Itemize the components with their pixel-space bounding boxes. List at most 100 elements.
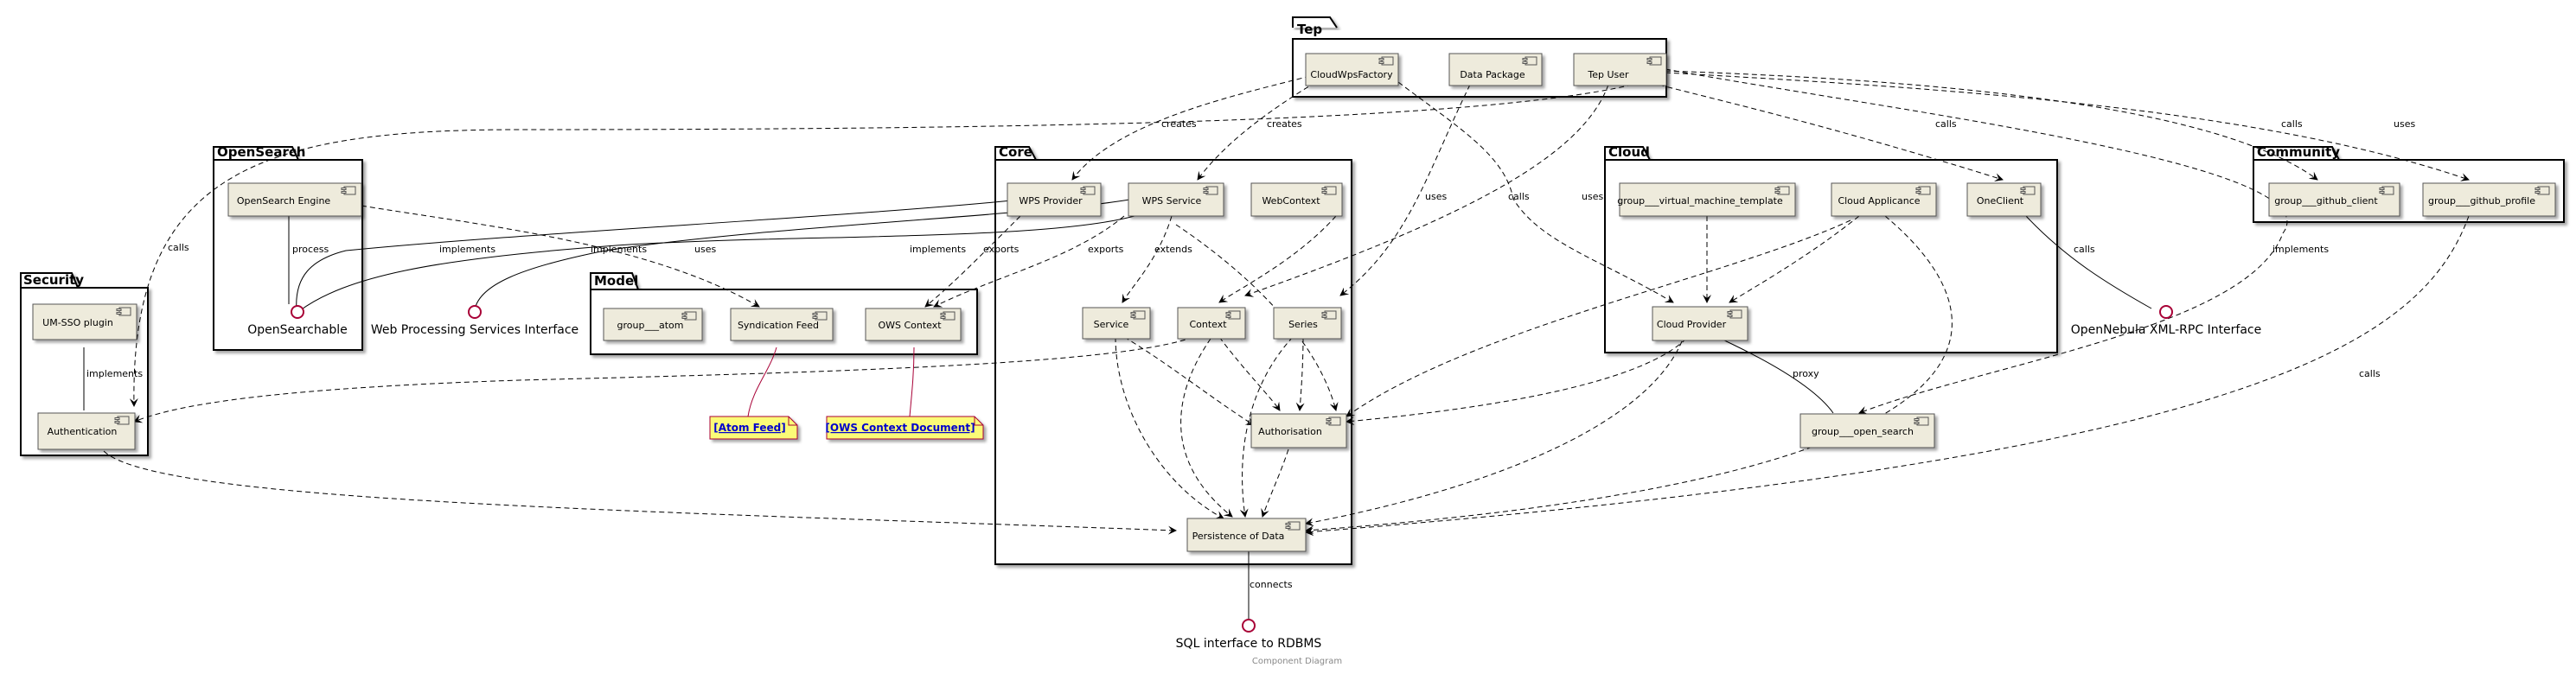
component-wps-service[interactable]: WPS Service — [1128, 182, 1224, 217]
edge-tep-user-implements-open-search — [1665, 68, 2288, 415]
edge-label: exports — [983, 244, 1020, 255]
edge-cloudwpsfactory-to-cloud-provider — [1397, 81, 1674, 303]
component-webcontext[interactable]: WebContext — [1250, 182, 1343, 217]
component-wps-provider[interactable]: WPS Provider — [1007, 182, 1102, 217]
component-cloud-appliance[interactable]: Cloud Applicance — [1831, 182, 1937, 217]
edge-cloud-appliance-to-cloud-provider — [1729, 215, 1860, 303]
edge-tep-user-calls-authentication — [129, 73, 1666, 407]
edge-oneclient-calls-opennebula — [2025, 215, 2152, 309]
component-authentication[interactable]: Authentication — [37, 412, 136, 450]
component-ows-context[interactable]: OWS Context — [865, 308, 962, 341]
component-label: WPS Provider — [1019, 195, 1083, 207]
component-context[interactable]: Context — [1177, 307, 1246, 340]
note-ows-context-document[interactable]: [OWS Context Document] — [825, 416, 984, 440]
edge-label: uses — [694, 244, 716, 255]
edge-tep-user-calls-oneclient — [1625, 75, 2004, 182]
edge-context-to-persistence — [1180, 338, 1233, 518]
package-title: Security — [23, 272, 84, 288]
component-label: group___github_profile — [2428, 195, 2535, 207]
component-label: WebContext — [1262, 195, 1320, 207]
package-title: Model — [594, 273, 638, 289]
component-authorisation[interactable]: Authorisation — [1250, 413, 1347, 448]
component-um-sso[interactable]: UM-SSO plugin — [32, 303, 137, 340]
package-title: Community — [2257, 144, 2340, 160]
interface-opennebula[interactable]: OpenNebula XML-RPC Interface — [2071, 305, 2262, 337]
edge-label: exports — [1088, 244, 1124, 255]
component-label: group___virtual_machine_template — [1617, 195, 1783, 207]
edge-label: implements — [439, 244, 495, 255]
component-tep-user[interactable]: Tep User — [1573, 53, 1667, 86]
note-atom-feed[interactable]: [Atom Feed] — [709, 416, 798, 440]
component-vm-template[interactable]: group___virtual_machine_template — [1617, 182, 1796, 217]
package-title: Cloud — [1608, 144, 1650, 160]
component-github-client[interactable]: group___github_client — [2268, 182, 2400, 217]
edge-authentication-to-persistence — [103, 450, 1177, 535]
component-label: group___github_client — [2274, 195, 2378, 207]
component-cloud-provider[interactable]: Cloud Provider — [1652, 306, 1748, 341]
edge-series-to-persistence — [1239, 336, 1294, 518]
component-service[interactable]: Service — [1082, 307, 1151, 340]
component-label: Persistence of Data — [1192, 531, 1285, 542]
edge-tep-user-calls-github-client — [1665, 70, 2318, 181]
edge-label: connects — [1250, 579, 1293, 590]
component-label: Tep User — [1587, 69, 1629, 80]
component-label: CloudWpsFactory — [1310, 69, 1393, 80]
edge-label: implements — [591, 244, 647, 255]
edge-webcontext-to-context — [1218, 215, 1337, 303]
interface-opensearchable[interactable]: OpenSearchable — [247, 305, 348, 337]
component-atom[interactable]: group___atom — [603, 308, 703, 341]
edge-labels: creates creates uses calls uses calls ca… — [86, 118, 2415, 590]
note-link-ows-context-document[interactable]: [OWS Context Document] — [825, 422, 975, 434]
component-label: OneClient — [1977, 195, 2024, 207]
edge-tep-user-uses-context — [1244, 84, 1609, 297]
interface-label: OpenSearchable — [247, 323, 347, 337]
component-label: Data Package — [1460, 69, 1525, 80]
components: CloudWpsFactory Data Package Tep User Op… — [32, 53, 2556, 552]
edge-wps-provider-exports-ows-context — [924, 215, 1021, 308]
edge-service-to-persistence — [1115, 336, 1224, 519]
component-series[interactable]: Series — [1273, 307, 1342, 340]
component-open-search[interactable]: group___open_search — [1799, 413, 1935, 448]
component-label: Series — [1288, 319, 1318, 330]
edge-authorisation-to-persistence — [1261, 448, 1289, 518]
note-link-atom-feed[interactable]: [Atom Feed] — [713, 422, 786, 434]
component-syndication-feed[interactable]: Syndication Feed — [730, 308, 834, 341]
component-github-profile[interactable]: group___github_profile — [2422, 182, 2556, 217]
note-links — [747, 347, 915, 417]
component-label: OWS Context — [878, 320, 942, 331]
edge-label: proxy — [1793, 368, 1819, 379]
edge-opensearch-engine-uses-syndication-feed — [361, 205, 760, 308]
component-label: Context — [1189, 319, 1227, 330]
component-label: UM-SSO plugin — [42, 317, 113, 328]
edge-cloud-appliance-to-authorisation — [1346, 219, 1851, 417]
edge-label: uses — [1582, 191, 1603, 202]
component-opensearch-engine[interactable]: OpenSearch Engine — [227, 182, 362, 217]
component-persistence[interactable]: Persistence of Data — [1186, 518, 1307, 552]
edge-label: extends — [1154, 244, 1192, 255]
component-label: group___open_search — [1812, 426, 1914, 437]
edge-label: calls — [1508, 191, 1530, 202]
edge-label: uses — [2394, 118, 2415, 130]
edge-label: process — [292, 244, 329, 255]
component-label: Service — [1094, 319, 1129, 330]
component-label: Authentication — [48, 426, 118, 437]
component-label: group___atom — [617, 320, 684, 331]
component-label: Cloud Applicance — [1838, 195, 1920, 207]
interfaces: OpenSearchable Web Processing Services I… — [247, 305, 2262, 651]
interface-wps[interactable]: Web Processing Services Interface — [371, 305, 578, 337]
component-label: WPS Service — [1142, 195, 1202, 207]
component-label: OpenSearch Engine — [237, 195, 331, 207]
interface-sql[interactable]: SQL interface to RDBMS — [1176, 619, 1322, 651]
component-label: Cloud Provider — [1657, 319, 1727, 330]
edge-label: calls — [2281, 118, 2303, 130]
component-cloudwpsfactory[interactable]: CloudWpsFactory — [1305, 53, 1399, 86]
edge-cloud-provider-to-persistence — [1305, 340, 1683, 527]
edge-label: calls — [2074, 244, 2095, 255]
edge-tep-user-uses-github-profile — [1665, 72, 2470, 181]
edge-label: creates — [1161, 118, 1197, 130]
edge-label: calls — [168, 242, 189, 253]
edge-wps-service-implements-opensearchable — [298, 215, 1135, 312]
component-oneclient[interactable]: OneClient — [1966, 182, 2042, 217]
component-data-package[interactable]: Data Package — [1448, 53, 1543, 86]
edge-label: implements — [86, 368, 143, 379]
